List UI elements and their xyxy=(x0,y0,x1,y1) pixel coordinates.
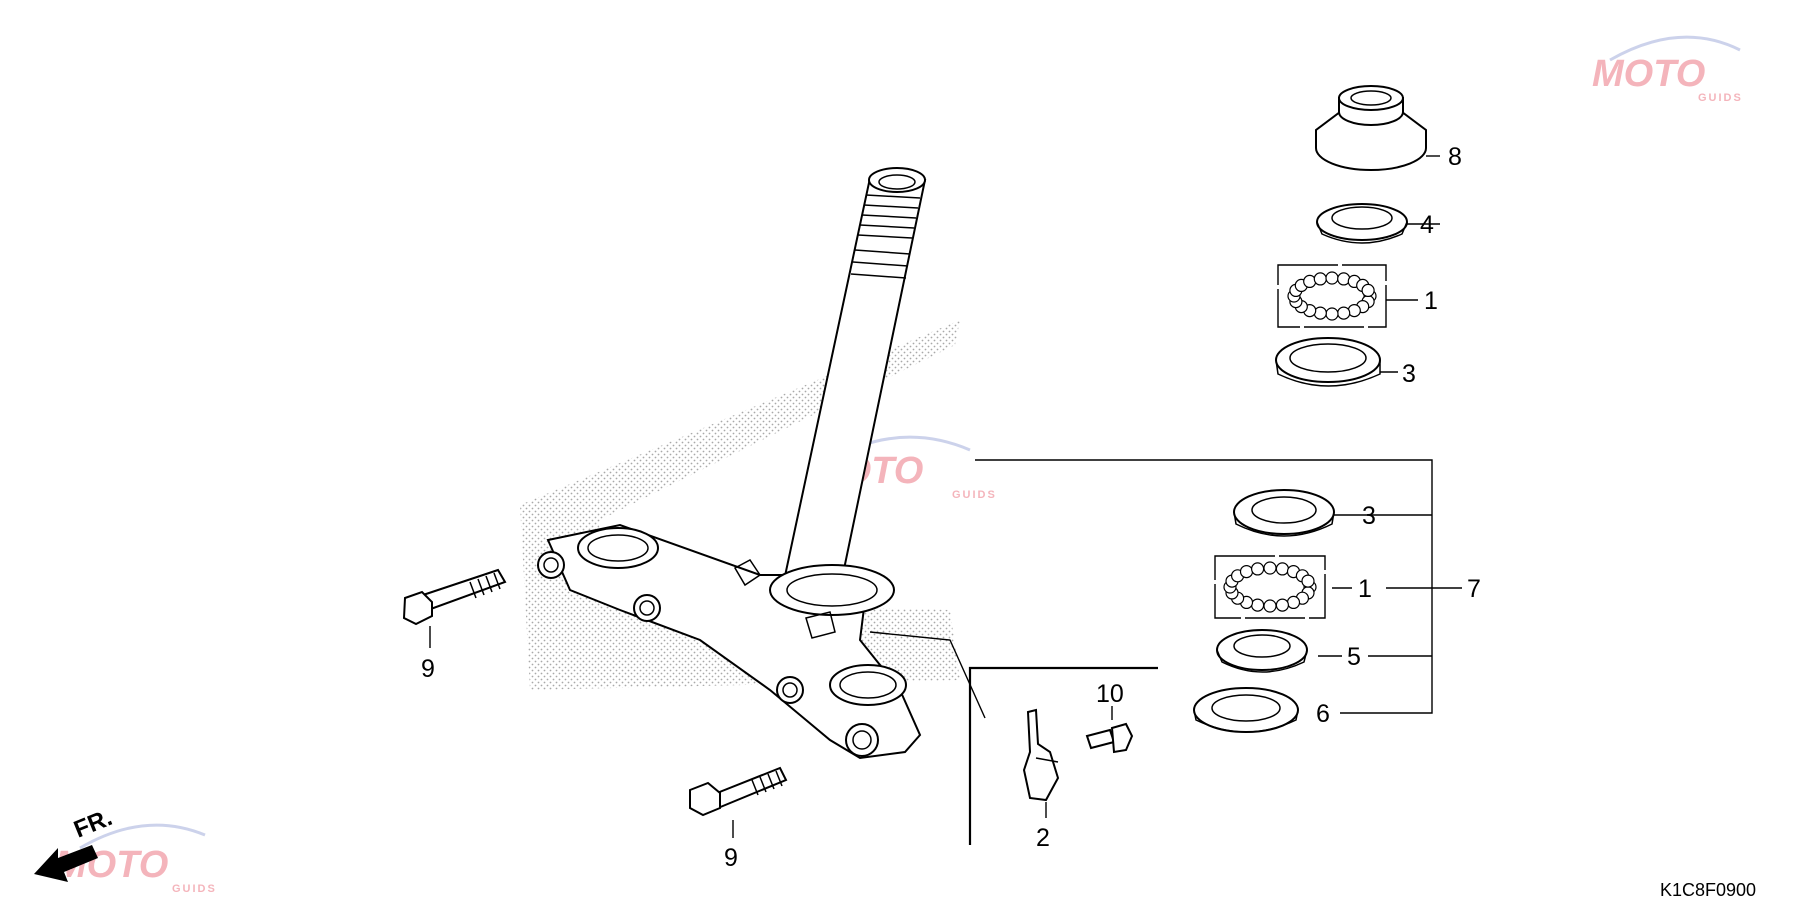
bolt-9-left xyxy=(402,568,507,648)
svg-text:GUIDS: GUIDS xyxy=(952,489,997,501)
part-1-ball-bearing-top xyxy=(1277,264,1418,328)
callout-10: 10 xyxy=(1096,680,1124,708)
part-3-race-mid xyxy=(1233,489,1335,537)
part-3-race-top xyxy=(1275,337,1398,387)
callout-9-left: 9 xyxy=(421,655,435,683)
steering-stem-shaft xyxy=(780,167,927,600)
callout-5: 5 xyxy=(1347,643,1361,671)
bearing-ball xyxy=(1337,272,1351,286)
bearing-ball xyxy=(1325,271,1339,285)
bearing-ball xyxy=(1303,274,1317,288)
bearing-ball xyxy=(1275,562,1290,576)
bearing-ball xyxy=(1347,304,1361,318)
callout-4: 4 xyxy=(1420,211,1434,239)
svg-text:GUIDS: GUIDS xyxy=(1698,92,1743,104)
callout-6: 6 xyxy=(1316,700,1330,728)
part-8-adjusting-nut xyxy=(1315,85,1440,171)
bearing-ball xyxy=(1286,595,1301,610)
bearing-ball xyxy=(1263,561,1277,575)
bearing-ball xyxy=(1250,598,1265,612)
svg-text:GUIDS: GUIDS xyxy=(172,883,217,895)
bearing-ball xyxy=(1361,283,1375,297)
part-5-race xyxy=(1216,629,1308,673)
bearing-ball xyxy=(1239,564,1254,579)
callout-3-top: 3 xyxy=(1402,360,1416,388)
bearing-ball xyxy=(1301,574,1315,588)
bearing-ball xyxy=(1275,598,1290,612)
callout-3-mid: 3 xyxy=(1362,502,1376,530)
front-direction-label: FR. xyxy=(70,804,116,844)
bearing-ball xyxy=(1250,562,1265,576)
bearing-ball xyxy=(1313,306,1327,320)
bearing-ball xyxy=(1313,272,1327,286)
callout-2: 2 xyxy=(1036,824,1050,852)
bolt-9-bottom xyxy=(689,766,788,838)
svg-text:MOTO: MOTO xyxy=(1592,53,1705,95)
part-6-dust-seal xyxy=(1193,687,1299,733)
diagram-code: K1C8F0900 xyxy=(1660,880,1756,900)
callout-7: 7 xyxy=(1467,575,1481,603)
part-4-dust-seal xyxy=(1316,203,1440,244)
part-1-ball-bearing-mid xyxy=(1214,555,1326,619)
bearing-ball xyxy=(1263,599,1277,613)
part-7-bracket-lines xyxy=(975,459,1462,714)
lower-bracket xyxy=(537,523,922,760)
callout-1-mid: 1 xyxy=(1358,575,1372,603)
bearing-ball xyxy=(1337,306,1351,320)
callout-9-bottom: 9 xyxy=(724,844,738,872)
callout-8: 8 xyxy=(1448,143,1462,171)
bearing-ball xyxy=(1325,307,1339,321)
callout-1-top: 1 xyxy=(1424,287,1438,315)
watermark-top-right: MOTO GUIDS xyxy=(1592,35,1743,104)
sensor-bracket-area xyxy=(869,631,1158,845)
